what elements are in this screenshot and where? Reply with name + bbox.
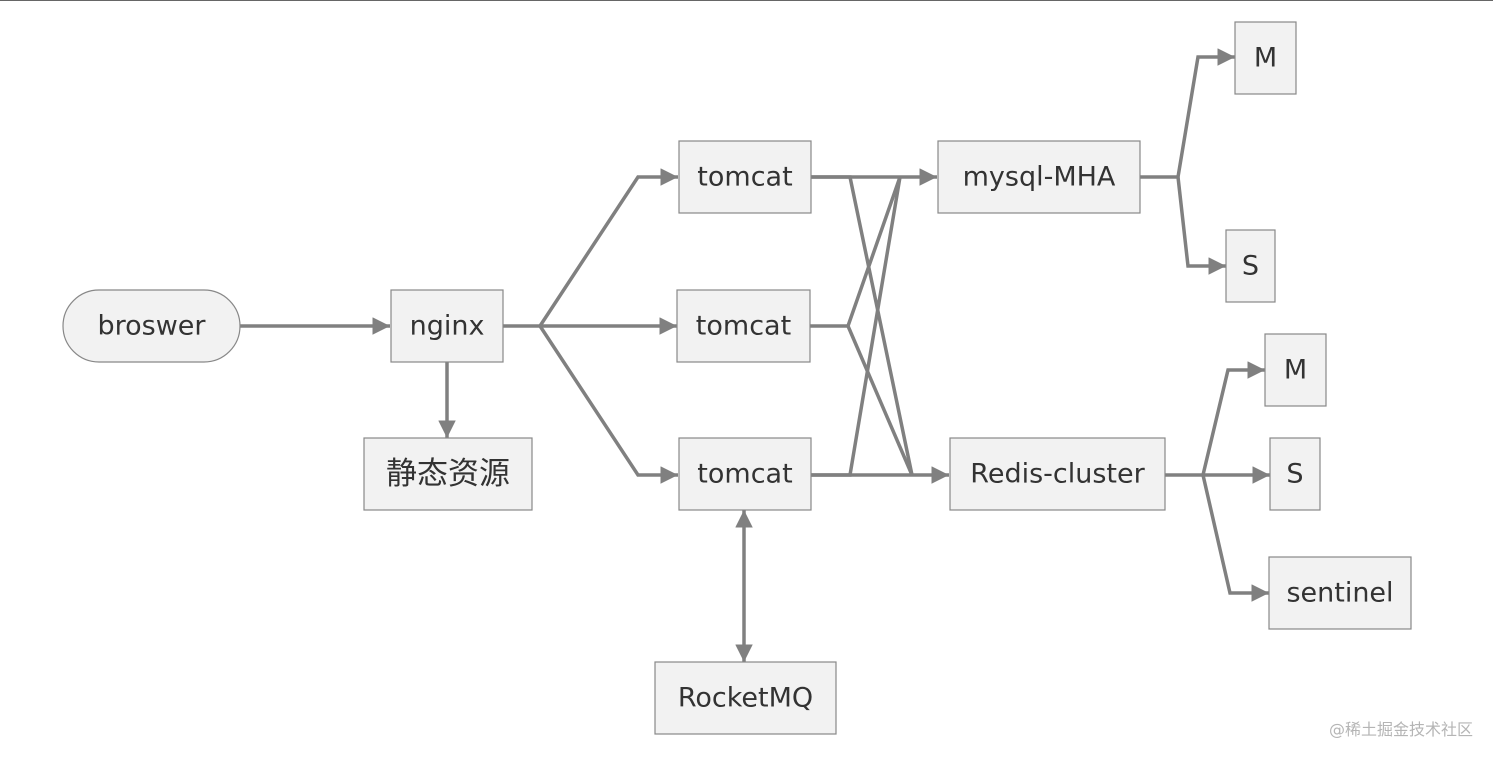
node-nginx: nginx: [390, 289, 504, 363]
edge-mysql-master: [1176, 48, 1235, 178]
node-tomcat-3-label: tomcat: [697, 459, 792, 490]
node-browser: broswer: [62, 289, 241, 363]
node-redis-sentinel-label: sentinel: [1286, 578, 1393, 609]
edge-redis-sentinel: [1201, 474, 1269, 602]
node-tomcat-1-label: tomcat: [697, 162, 792, 193]
edge-tomcat1-redis: [811, 175, 914, 476]
node-static-label: 静态资源: [386, 456, 510, 492]
top-border: [0, 0, 1493, 1]
node-mysql-slave-label: S: [1242, 251, 1259, 282]
node-redis-slave-label: S: [1286, 459, 1303, 490]
node-mysql-master-label: M: [1254, 43, 1277, 74]
edge-mysql-slave: [1176, 176, 1226, 275]
node-redis-slave: S: [1269, 437, 1321, 511]
edge-nginx-tomcat3: [538, 325, 678, 484]
node-rocketmq-label: RocketMQ: [678, 683, 813, 714]
edge-redis-master: [1201, 361, 1265, 476]
node-browser-label: broswer: [97, 311, 206, 342]
node-mysql-mha: mysql-MHA: [937, 140, 1141, 214]
node-nginx-label: nginx: [410, 311, 485, 342]
node-mysql-label: mysql-MHA: [963, 162, 1116, 193]
watermark: @稀土掘金技术社区: [1328, 720, 1473, 739]
node-tomcat-1: tomcat: [678, 140, 812, 214]
node-static-resources: 静态资源: [363, 437, 533, 511]
node-mysql-master: M: [1234, 21, 1297, 95]
edge-nginx-tomcat1: [538, 168, 678, 327]
node-rocketmq: RocketMQ: [654, 661, 837, 735]
node-mysql-slave: S: [1225, 229, 1276, 303]
edge-tomcat2-redis: [846, 325, 914, 476]
node-redis-master-label: M: [1284, 355, 1307, 386]
node-redis-cluster: Redis-cluster: [949, 437, 1166, 511]
node-tomcat-2: tomcat: [676, 289, 811, 363]
node-redis-master: M: [1264, 333, 1327, 407]
node-redis-sentinel: sentinel: [1268, 556, 1412, 630]
node-redis-label: Redis-cluster: [970, 459, 1145, 490]
node-tomcat-3: tomcat: [678, 437, 812, 511]
node-tomcat-2-label: tomcat: [696, 311, 791, 342]
